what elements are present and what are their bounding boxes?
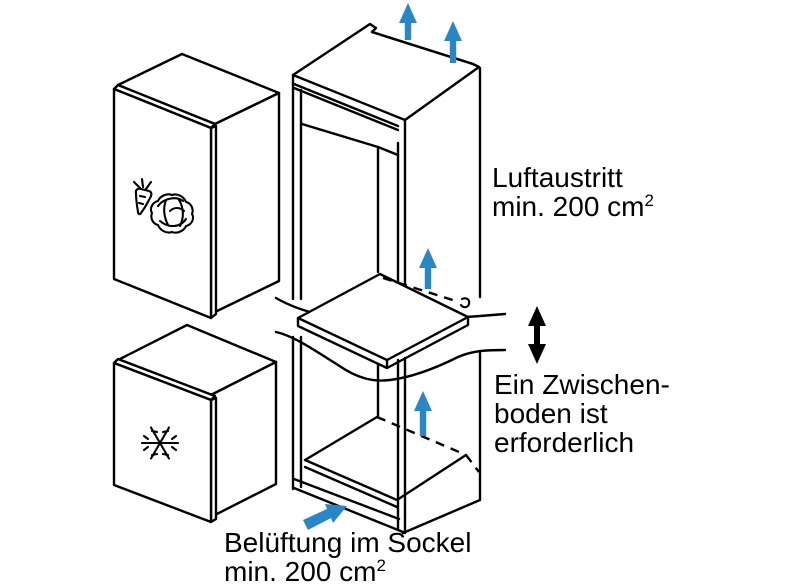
carrot-icon	[132, 177, 153, 216]
cabinet-floor	[303, 415, 468, 509]
intermediate-shelf-label: Ein Zwischen- boden ist erforderlich	[494, 370, 670, 457]
air-outlet-line2: min. 200 cm	[492, 191, 645, 222]
shelf-airflow-arrow	[419, 248, 437, 289]
air-outlet-label: Luftaustritt min. 200 cm2	[492, 163, 654, 225]
base-airflow-arrow	[303, 504, 347, 530]
cabinet-left-stile	[291, 73, 303, 491]
top-airflow-arrow-right	[444, 21, 462, 63]
base-vent-superscript: 2	[376, 556, 386, 575]
shelf-label-line3: erforderlich	[494, 427, 635, 458]
cabinet-right-wall-edge	[401, 66, 482, 535]
cabinet-plinth	[292, 477, 405, 534]
floor-vent-dashed-line	[376, 415, 480, 473]
cabinet-right-stile	[396, 118, 407, 535]
air-outlet-superscript: 2	[644, 191, 654, 210]
cabinet-interior-ceiling	[300, 122, 400, 157]
fridge-unit	[112, 52, 281, 320]
fridge-door-front	[112, 87, 213, 320]
intermediate-shelf	[296, 272, 471, 370]
base-vent-line1: Belüftung im Sockel	[224, 527, 472, 558]
freezer-unit	[112, 323, 278, 524]
shelf-label-line2: boden ist	[494, 398, 608, 429]
shelf-dashed-line-hook	[459, 297, 471, 309]
top-airflow-arrow-left	[399, 3, 417, 40]
cabinet-niche	[274, 22, 507, 535]
cabbage-icon	[149, 193, 195, 234]
cabinet-top-slot	[292, 82, 400, 132]
shelf-thickness	[296, 315, 470, 370]
base-vent-line2: min. 200 cm	[224, 556, 377, 587]
shelf-top-face	[296, 272, 470, 362]
base-ventilation-label: Belüftung im Sockel min. 200 cm2	[224, 528, 471, 587]
airflow-arrows	[303, 3, 462, 530]
air-outlet-line1: Luftaustritt	[492, 162, 623, 193]
shelf-label-line1: Ein Zwischen-	[494, 369, 670, 400]
snowflake-icon	[140, 426, 180, 460]
clearance-double-arrow	[528, 306, 546, 364]
floor-airflow-arrow	[414, 391, 432, 436]
shelf-vent-dashed-line	[382, 276, 460, 304]
fridge-right-face	[213, 91, 281, 314]
break-line-lower	[274, 330, 507, 382]
